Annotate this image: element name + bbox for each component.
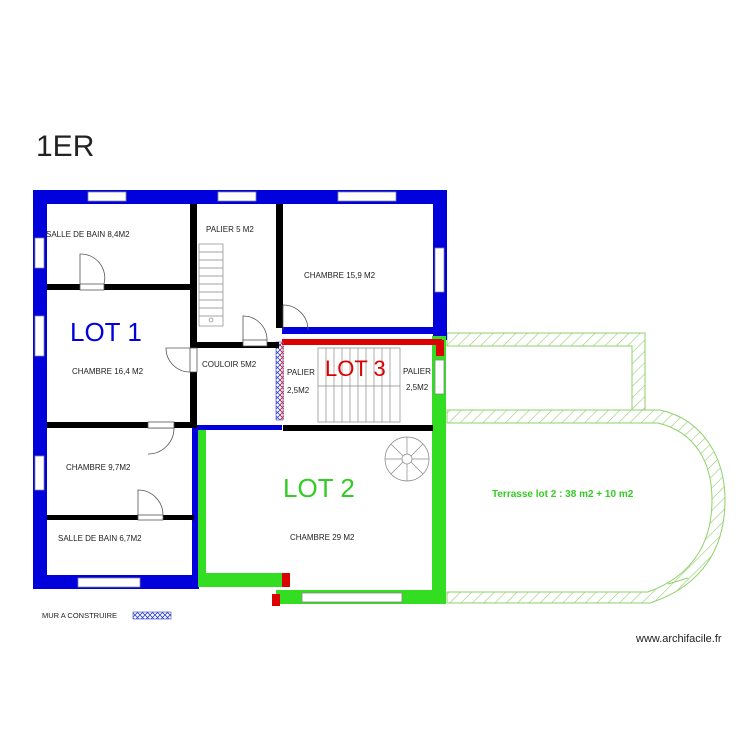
terrace <box>446 332 726 604</box>
stairs-lot3 <box>317 347 401 423</box>
room-label-salle-de-bain-8-4: SALLE DE BAIN 8,4M2 <box>46 230 130 239</box>
spiral-staircase <box>384 436 430 482</box>
lot2-walls <box>198 336 446 604</box>
legend-label: MUR A CONSTRUIRE <box>42 611 117 620</box>
doors <box>79 253 309 521</box>
room-label-chambre-16-4: CHAMBRE 16,4 M2 <box>72 367 144 376</box>
watermark: www.archifacile.fr <box>635 633 722 645</box>
windows <box>34 191 445 603</box>
room-label-palier-right: PALIER <box>403 367 431 376</box>
terrace-label: Terrasse lot 2 : 38 m2 + 10 m2 <box>492 489 634 500</box>
room-label-chambre-29: CHAMBRE 29 M2 <box>290 533 355 542</box>
stairs-palier <box>198 243 224 327</box>
lot1-walls <box>33 190 447 589</box>
lot1-label: LOT 1 <box>70 317 142 347</box>
room-label-palier-5: PALIER 5 M2 <box>206 225 254 234</box>
legend-hatch-swatch <box>132 611 172 620</box>
room-label-chambre-15-9: CHAMBRE 15,9 M2 <box>304 271 376 280</box>
room-label-chambre-9-7: CHAMBRE 9,7M2 <box>66 463 131 472</box>
lot2-label: LOT 2 <box>283 473 355 503</box>
room-label-couloir: COULOIR 5M2 <box>202 360 257 369</box>
room-label-palier-left: PALIER <box>287 368 315 377</box>
room-label-salle-de-bain-6-7: SALLE DE BAIN 6,7M2 <box>58 534 142 543</box>
lot3-walls <box>272 339 444 606</box>
lot3-label: LOT 3 <box>325 356 386 381</box>
new-wall-segment-red <box>280 342 284 420</box>
room-label-palier-right-area: 2,5M2 <box>406 383 429 392</box>
room-label-palier-left-area: 2,5M2 <box>287 386 310 395</box>
interior-walls <box>47 204 433 520</box>
plan-title: 1ER <box>36 130 94 163</box>
